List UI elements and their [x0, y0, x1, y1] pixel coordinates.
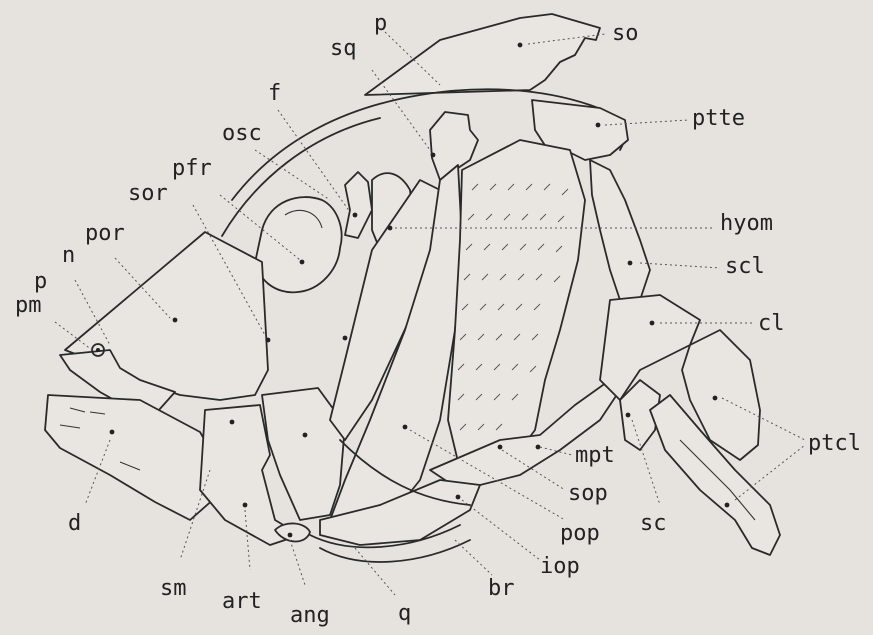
bone-postorbital-upper — [345, 172, 372, 238]
label-p-top: p — [374, 11, 387, 36]
label-n: n — [62, 243, 75, 268]
label-f: f — [268, 81, 281, 106]
label-q: q — [398, 601, 411, 626]
label-osc: osc — [222, 121, 262, 146]
label-p-snout: p — [34, 269, 47, 294]
label-ptte: ptte — [692, 106, 745, 131]
label-sm: sm — [160, 576, 187, 601]
label-ang: ang — [290, 603, 330, 628]
label-d: d — [68, 511, 81, 536]
label-br: br — [488, 576, 515, 601]
label-sop: sop — [568, 481, 608, 506]
label-pop: pop — [560, 521, 600, 546]
label-mpt: mpt — [575, 443, 615, 468]
orbit — [256, 197, 342, 292]
label-sc: sc — [640, 511, 667, 536]
label-cl: cl — [758, 311, 785, 336]
label-iop: iop — [540, 554, 580, 579]
bone-dentary — [45, 395, 222, 520]
label-sor: sor — [128, 181, 168, 206]
nostril-center — [96, 348, 100, 352]
label-pfr: pfr — [172, 156, 212, 181]
label-pm: pm — [15, 293, 42, 318]
label-scl: scl — [725, 254, 765, 279]
branchiostegal-2 — [320, 540, 470, 562]
bone-supraoccipital — [365, 14, 600, 95]
label-hyom: hyom — [720, 211, 773, 236]
bone-supracleithrum — [590, 160, 650, 300]
label-so: so — [612, 21, 639, 46]
label-art: art — [222, 589, 262, 614]
label-sq: sq — [330, 36, 357, 61]
label-por: por — [85, 221, 125, 246]
label-ptcl: ptcl — [808, 431, 861, 456]
